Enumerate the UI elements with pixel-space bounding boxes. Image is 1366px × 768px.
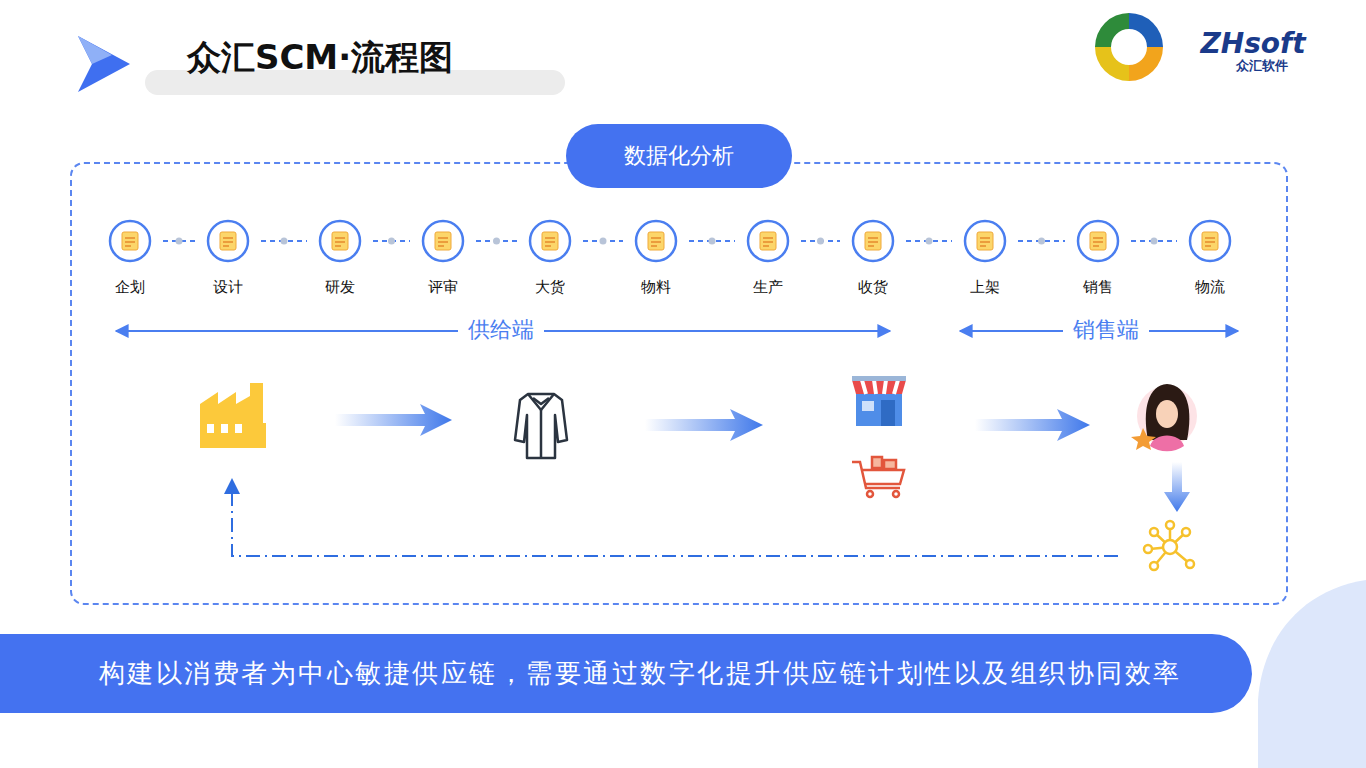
process-step: 物流 — [1178, 219, 1242, 297]
down-arrow — [1164, 462, 1190, 512]
step-label: 研发 — [308, 277, 372, 297]
connector-dot — [817, 238, 824, 245]
step-label: 企划 — [98, 277, 162, 297]
process-step: 生产 — [736, 219, 800, 297]
caption-text: 构建以消费者为中心敏捷供应链，需要通过数字化提升供应链计划性以及组织协同效率 — [99, 656, 1182, 691]
process-step: 设计 — [196, 219, 260, 297]
process-step: 销售 — [1066, 219, 1130, 297]
process-step: 上架 — [953, 219, 1017, 297]
page-title: 众汇SCM·流程图 — [187, 35, 453, 81]
process-step: 企划 — [98, 219, 162, 297]
step-icon — [108, 219, 152, 263]
caption-band — [0, 634, 1252, 713]
step-label: 销售 — [1066, 277, 1130, 297]
step-label: 物流 — [1178, 277, 1242, 297]
step-icon — [318, 219, 362, 263]
title-chevron — [78, 36, 130, 92]
process-step: 收货 — [841, 219, 905, 297]
supply-side-label: 供给端 — [458, 315, 544, 345]
flow-arrow — [645, 409, 763, 441]
connector-dot — [709, 238, 716, 245]
step-label: 设计 — [196, 277, 260, 297]
connector-dot — [388, 238, 395, 245]
network-icon — [1144, 521, 1194, 570]
step-label: 生产 — [736, 277, 800, 297]
connector-dot — [926, 238, 933, 245]
connector-dot — [1151, 238, 1158, 245]
step-label: 上架 — [953, 277, 1017, 297]
step-icon — [851, 219, 895, 263]
logo-wordmark: ZHsoft — [1200, 27, 1305, 60]
corner-decoration — [1258, 580, 1366, 768]
process-step: 研发 — [308, 219, 372, 297]
step-icon — [746, 219, 790, 263]
step-label: 评审 — [411, 277, 475, 297]
step-label: 物料 — [624, 277, 688, 297]
step-icon — [1076, 219, 1120, 263]
cart-icon — [852, 457, 904, 497]
step-icon — [963, 219, 1007, 263]
store-icon — [852, 376, 906, 426]
sales-side-label: 销售端 — [1063, 315, 1149, 345]
logo-ring — [1095, 13, 1163, 81]
flow-arrow — [975, 409, 1090, 441]
process-step: 物料 — [624, 219, 688, 297]
process-step: 评审 — [411, 219, 475, 297]
frame-heading: 数据化分析 — [566, 124, 792, 188]
step-icon — [206, 219, 250, 263]
connector-dot — [176, 238, 183, 245]
step-label: 收货 — [841, 277, 905, 297]
connector-dot — [493, 238, 500, 245]
title-chevron-shade — [78, 36, 112, 64]
connector-dot — [1038, 238, 1045, 245]
process-step: 大货 — [518, 219, 582, 297]
step-icon — [421, 219, 465, 263]
step-icon — [1188, 219, 1232, 263]
analysis-frame: 数据化分析企划设计研发评审大货物料生产收货上架销售物流 — [70, 162, 1288, 605]
step-label: 大货 — [518, 277, 582, 297]
connector-dot — [600, 238, 607, 245]
customer-avatar — [1131, 384, 1197, 451]
flow-arrow — [335, 404, 452, 436]
step-icon — [528, 219, 572, 263]
step-icon — [634, 219, 678, 263]
factory-icon — [200, 383, 266, 448]
connector-dot — [281, 238, 288, 245]
feedback-loop — [232, 486, 1118, 556]
shirt-icon — [515, 394, 567, 458]
logo-subtitle: 众汇软件 — [1236, 57, 1288, 75]
